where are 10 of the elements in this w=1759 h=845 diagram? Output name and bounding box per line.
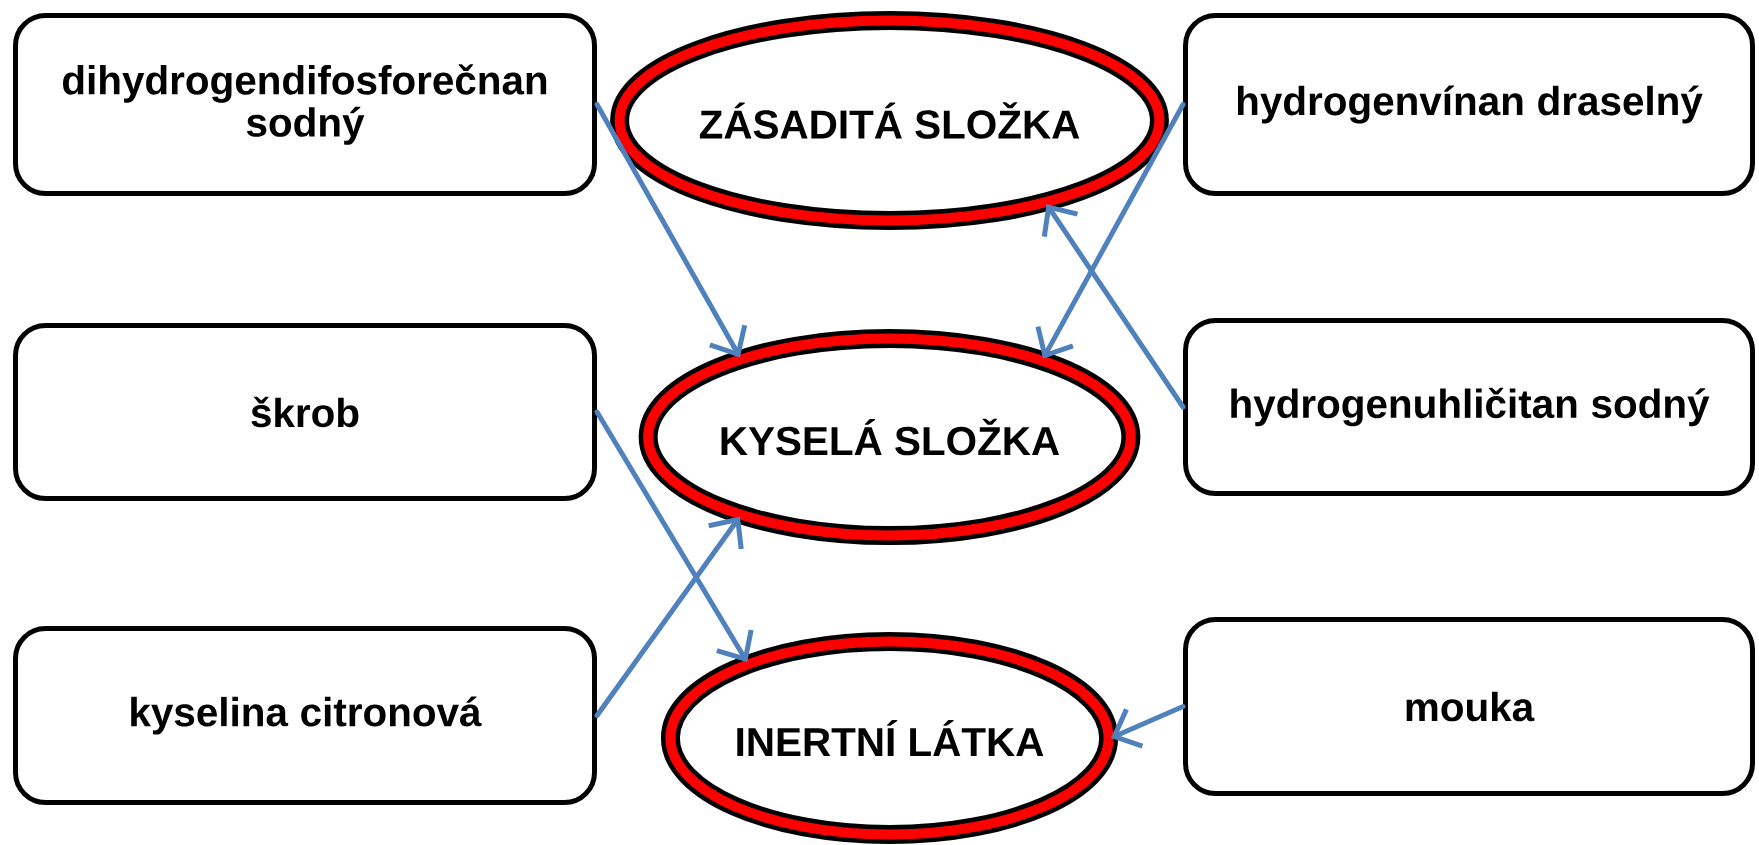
substance-box: kyselina citronová: [13, 626, 597, 805]
substance-box: škrob: [13, 323, 597, 501]
arrow: [594, 102, 748, 358]
substance-box: dihydrogendifosforečnan sodný: [13, 13, 597, 196]
arrow: [1035, 102, 1186, 359]
substance-box: hydrogenuhličitan sodný: [1183, 318, 1756, 496]
arrow: [1041, 204, 1186, 410]
arrow: [594, 516, 744, 718]
substance-box: hydrogenvínan draselný: [1183, 13, 1756, 196]
substance-box: mouka: [1183, 617, 1756, 796]
